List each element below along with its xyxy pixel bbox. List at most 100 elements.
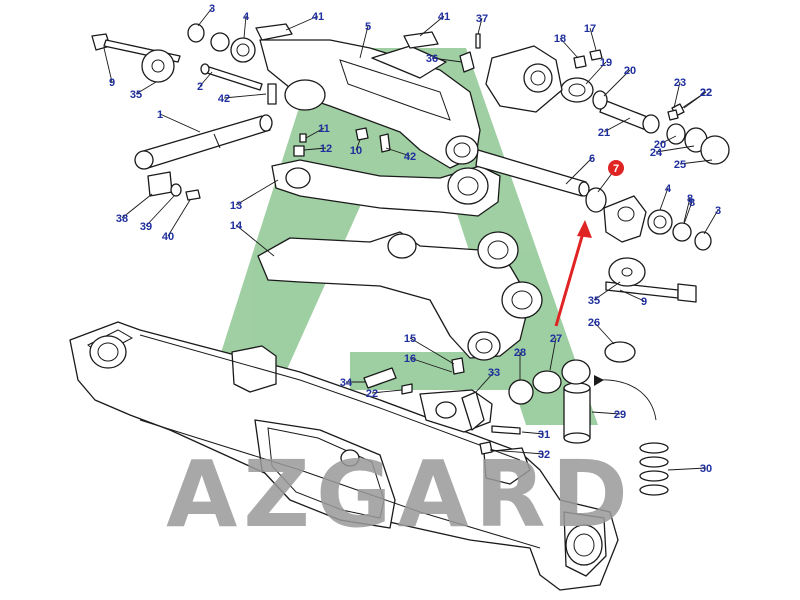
leader-line-23: [673, 81, 681, 109]
block-19: [560, 77, 594, 103]
grease-nipple-23: [667, 109, 679, 121]
bolt-2: [200, 63, 263, 91]
callout-1: 1: [157, 109, 163, 121]
leader-line-8: [683, 201, 693, 225]
leader-line-6: [565, 157, 593, 185]
fitting-11: [299, 133, 307, 143]
ring-25: [700, 135, 730, 165]
leader-line-1: [159, 113, 201, 133]
ring-3-right: [694, 231, 712, 251]
callout-labels: 1234567891011121314151617181920212223242…: [109, 3, 721, 475]
callout-8: 8: [687, 193, 693, 205]
callout-highlight-badge: [608, 160, 624, 176]
callout-26: 26: [588, 317, 600, 329]
leader-line-15: [409, 337, 455, 365]
screw-12: [293, 145, 305, 157]
pin-17: [589, 49, 603, 61]
highlight-arrow: [554, 220, 592, 327]
callout-41: 41: [438, 11, 450, 23]
pivot-pin-1: [134, 114, 273, 170]
nut-32: [479, 441, 493, 455]
ring-7: [585, 187, 607, 213]
leader-line-20: [659, 135, 677, 145]
leader-line-30: [667, 467, 707, 471]
leader-line-33: [475, 371, 495, 393]
leader-line-29: [591, 411, 621, 415]
callout-21: 21: [598, 127, 610, 139]
callout-40: 40: [162, 231, 174, 243]
callout-35: 35: [130, 89, 142, 101]
leader-line-37: [477, 17, 483, 35]
curved-arrow: [594, 375, 657, 421]
callout-32: 32: [538, 449, 550, 461]
bolt-31: [491, 425, 521, 435]
callout-37: 37: [476, 13, 488, 25]
leader-line-39: [145, 195, 175, 227]
callout-3: 3: [209, 3, 215, 15]
callout-9: 9: [641, 296, 647, 308]
bracket-33: [419, 389, 493, 433]
leader-line-41: [285, 15, 319, 31]
clip-15: [451, 357, 465, 375]
washer-35-left: [141, 49, 175, 83]
callout-23: 23: [674, 77, 686, 89]
pin-18: [573, 55, 587, 69]
leader-line-35: [135, 81, 157, 95]
callout-4: 4: [243, 11, 250, 23]
pivot-pin-6: [475, 149, 590, 197]
callout-4: 4: [665, 183, 672, 195]
cradle-bracket-top-right: [485, 45, 563, 113]
leader-line-38: [121, 193, 153, 219]
callout-10: 10: [350, 145, 362, 157]
bracket-38: [147, 171, 173, 197]
watermark-text: AZGARD: [166, 441, 634, 548]
leader-line-3: [197, 7, 213, 27]
callout-30: 30: [700, 463, 712, 475]
ring-20a: [592, 90, 608, 110]
leader-line-8: [683, 197, 691, 223]
leader-line-14: [235, 224, 275, 257]
axle-housing: [69, 321, 619, 591]
leader-line-9: [103, 47, 113, 83]
callout-20: 20: [654, 139, 666, 151]
leader-line-16: [409, 357, 453, 373]
rings-30: [639, 442, 669, 496]
pin-34: [363, 367, 397, 389]
leader-line-25: [679, 159, 713, 165]
leader-line-3: [703, 209, 719, 235]
ring-8-left: [210, 32, 230, 52]
callout-41: 41: [312, 11, 324, 23]
leader-line-35: [593, 281, 621, 301]
callout-15: 15: [404, 333, 416, 345]
callout-9: 9: [109, 77, 115, 89]
bolt-42-center: [379, 133, 391, 153]
callout-28: 28: [514, 347, 526, 359]
leader-line-12: [303, 147, 327, 151]
pin-37: [475, 33, 481, 49]
leader-line-9: [619, 289, 645, 302]
ring-27: [532, 370, 562, 394]
leader-line-24: [655, 145, 695, 153]
pin-29: [561, 359, 591, 444]
callout-3: 3: [715, 205, 721, 217]
leader-line-4: [243, 15, 247, 39]
callout-22: 22: [366, 388, 378, 400]
ring-26: [604, 341, 636, 363]
callout-24: 24: [650, 147, 663, 159]
callout-18: 18: [554, 33, 566, 45]
ring-20b: [666, 123, 686, 145]
callout-25: 25: [674, 159, 686, 171]
leader-line-17: [589, 27, 597, 51]
callout-36: 36: [426, 53, 438, 65]
bracket-arm-14: [257, 231, 543, 361]
callout-12: 12: [320, 143, 332, 155]
leader-line-11: [305, 127, 325, 139]
plate-41-center: [403, 31, 439, 49]
callout-42: 42: [218, 93, 230, 105]
leader-line-31: [521, 431, 545, 435]
leader-line-18: [559, 37, 579, 59]
callout-13: 13: [230, 200, 242, 212]
callout-29: 29: [614, 409, 626, 421]
leader-line-36: [431, 57, 463, 63]
